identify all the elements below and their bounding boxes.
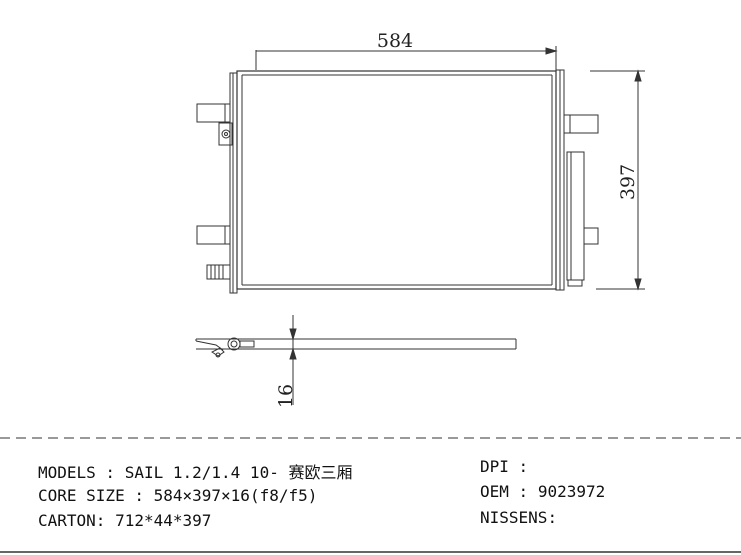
models-line: MODELS : SAIL 1.2/1.4 10- 赛欧三厢: [38, 463, 353, 482]
core-size-line: CORE SIZE : 584×397×16(f8/f5): [38, 486, 318, 505]
carton-value: 712*44*397: [115, 511, 212, 530]
height-dimension: [590, 69, 645, 291]
models-label: MODELS: [38, 463, 96, 482]
carton-label: CARTON: [38, 511, 96, 530]
depth-dimension: [289, 315, 297, 405]
carton-line: CARTON: 712*44*397: [38, 511, 212, 530]
nissens-line: NISSENS:: [480, 508, 558, 527]
oem-value: 9023972: [537, 482, 606, 501]
right-tank: [555, 69, 599, 291]
side-view: [195, 337, 517, 358]
depth-dimension-label: 16: [275, 384, 297, 408]
dpi-line: DPI :: [480, 457, 538, 476]
nissens-label: NISSENS: [480, 508, 548, 527]
dpi-label: DPI: [480, 457, 509, 476]
width-dimension: [255, 46, 558, 70]
left-tank: [196, 72, 238, 294]
core-size-value: 584×397×16(f8/f5): [153, 486, 318, 505]
core-size-label: CORE SIZE: [38, 486, 125, 505]
height-dimension-label: 397: [617, 164, 639, 200]
width-dimension-label: 584: [377, 30, 413, 52]
models-value: SAIL 1.2/1.4 10- 赛欧三厢: [124, 463, 353, 482]
oem-line: OEM : 9023972: [480, 482, 606, 501]
condenser-core: [236, 70, 557, 290]
oem-label: OEM: [480, 482, 509, 501]
